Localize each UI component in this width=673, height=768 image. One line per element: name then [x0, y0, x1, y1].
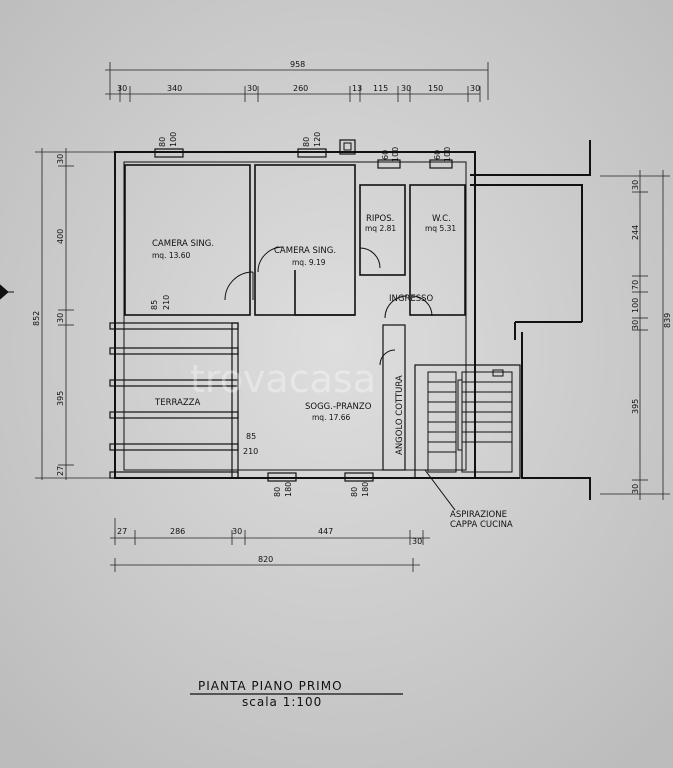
- dim-top-2: 340: [167, 84, 182, 93]
- dim-bottom-2: 286: [170, 527, 185, 536]
- aspirazione-leader: [424, 469, 456, 511]
- room-angolo-cottura: ANGOLO COTTURA: [395, 375, 405, 455]
- dim-right-1: 30: [631, 180, 640, 190]
- window-2-top: 80: [302, 137, 311, 147]
- window-1-bot: 100: [169, 132, 178, 147]
- room-wc-name: W.C.: [432, 214, 451, 224]
- room-camera-1-area: mq. 13.60: [152, 251, 191, 260]
- dim-right-2: 244: [631, 225, 640, 240]
- dim-top-8: 150: [428, 84, 443, 93]
- dim-bottom-5: 30: [412, 537, 422, 546]
- left-dimensions: [35, 148, 115, 480]
- window-5-bot: 180: [284, 482, 293, 497]
- dim-top-9: 30: [470, 84, 480, 93]
- walls: [114, 139, 591, 500]
- terrace-door-v-bot: 210: [162, 295, 171, 310]
- window-4-top: 60: [433, 150, 442, 160]
- window-2-bot: 120: [313, 132, 322, 147]
- room-camera-1-name: CAMERA SING.: [152, 239, 214, 249]
- dim-bottom-4: 447: [318, 527, 333, 536]
- dim-top-5: 13: [352, 84, 362, 93]
- room-ripos-name: RIPOS.: [366, 214, 394, 224]
- dim-right-4: 100: [631, 298, 640, 313]
- staircase: [427, 369, 513, 473]
- doors: [224, 246, 433, 366]
- dim-right-5: 30: [631, 320, 640, 330]
- window-3-top: 60: [381, 150, 390, 160]
- dim-bottom-3: 30: [232, 527, 242, 536]
- dim-bottom-1: 27: [117, 527, 127, 536]
- dim-right-total: 839: [663, 313, 672, 328]
- dim-left-1: 30: [56, 154, 65, 164]
- dim-top-total: 958: [290, 60, 305, 69]
- plan-title: PIANTA PIANO PRIMO: [198, 679, 343, 693]
- aspirazione-line-2: CAPPA CUCINA: [450, 520, 513, 530]
- room-wc-area: mq 5.31: [425, 224, 456, 233]
- window-4-bot: 100: [443, 147, 452, 162]
- room-soggiorno-area: mq. 17.66: [312, 413, 351, 422]
- room-terrazza: TERRAZZA: [154, 398, 200, 408]
- dim-right-7: 30: [631, 484, 640, 494]
- kitchen-counter: [382, 324, 406, 471]
- right-dimensions: [600, 170, 670, 500]
- terrace-door-v-top: 85: [150, 300, 159, 310]
- window-5-top: 80: [273, 487, 282, 497]
- dim-top-6: 115: [373, 84, 388, 93]
- aspirazione-line-1: ASPIRAZIONE: [450, 510, 507, 520]
- dim-left-3: 30: [56, 313, 65, 323]
- dim-left-4: 395: [56, 391, 65, 406]
- window-1-top: 80: [158, 137, 167, 147]
- dim-top-1: 30: [117, 84, 127, 93]
- dim-right-3: 70: [631, 280, 640, 290]
- dim-left-total: 852: [32, 311, 41, 326]
- plan-scale: scala 1:100: [242, 695, 322, 709]
- terrace-door-h-bot: 210: [243, 447, 258, 456]
- terrace-door-h-top: 85: [246, 432, 256, 441]
- dim-right-6: 395: [631, 399, 640, 414]
- window-6-bot: 180: [361, 482, 370, 497]
- room-camera-2-area: mq. 9.19: [292, 258, 326, 267]
- bottom-dimensions: [110, 518, 430, 572]
- terrace: [109, 322, 239, 479]
- room-camera-2-name: CAMERA SING.: [274, 246, 336, 256]
- north-arrow-icon: [0, 284, 14, 300]
- top-dimensions: [105, 62, 489, 102]
- window-6-top: 80: [350, 487, 359, 497]
- dim-top-3: 30: [247, 84, 257, 93]
- dim-top-4: 260: [293, 84, 308, 93]
- window-marks: [154, 148, 453, 482]
- watermark: trovacasa: [190, 357, 376, 401]
- room-ripos-area: mq 2.81: [365, 224, 396, 233]
- room-soggiorno-name: SOGG.-PRANZO: [305, 402, 372, 412]
- dim-top-7: 30: [401, 84, 411, 93]
- window-3-bot: 100: [391, 147, 400, 162]
- dim-left-5: 27: [56, 466, 65, 476]
- dim-bottom-total: 820: [258, 555, 273, 564]
- room-ingresso: INGRESSO: [389, 294, 434, 304]
- dim-left-2: 400: [56, 229, 65, 244]
